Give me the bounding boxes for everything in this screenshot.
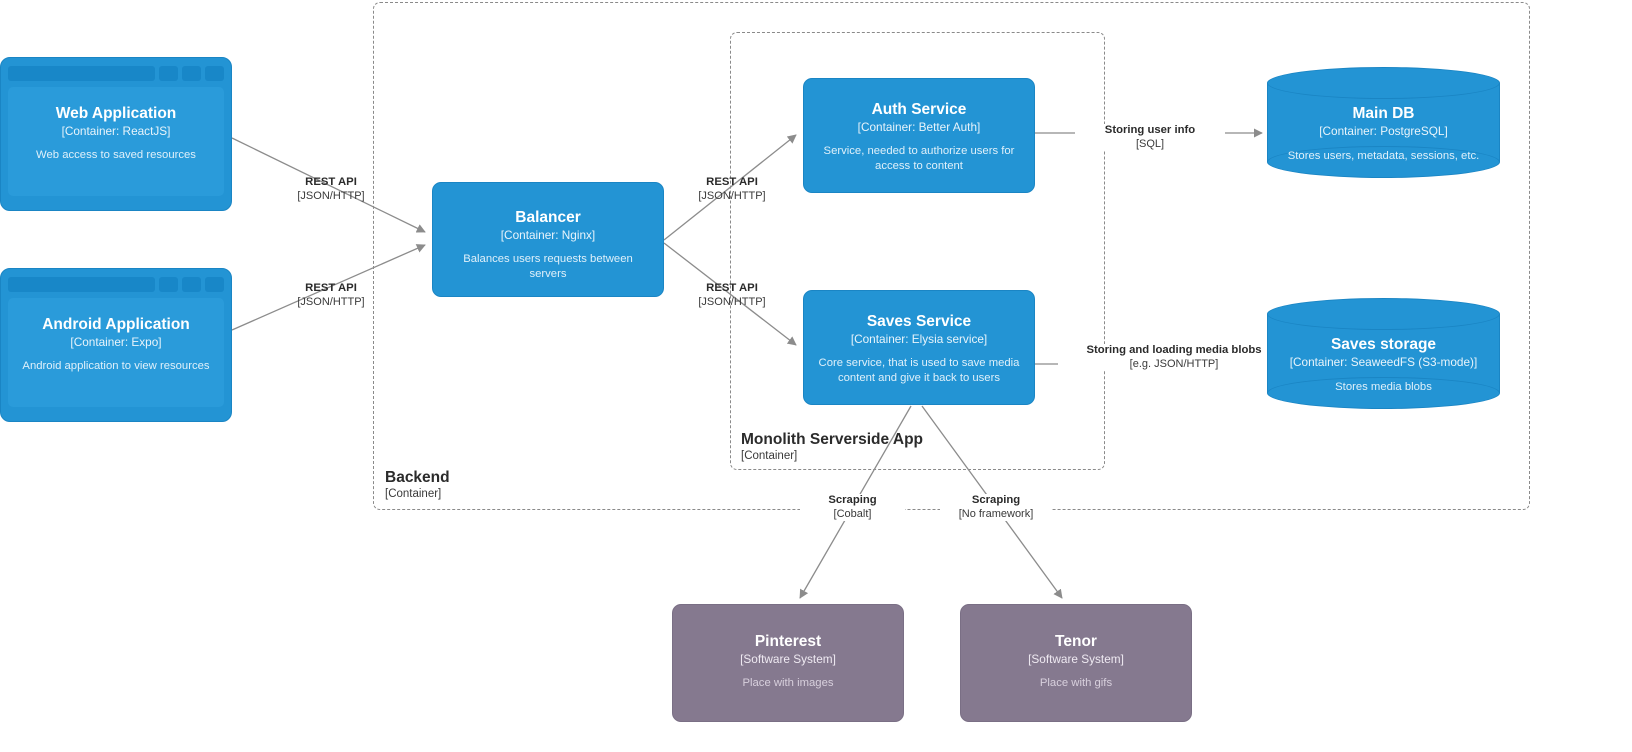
- node-saves-storage[interactable]: Saves storage [Container: SeaweedFS (S3-…: [1267, 298, 1500, 409]
- node-description: Place with images: [742, 677, 834, 690]
- node-title: Android Application: [42, 316, 190, 333]
- node-web-application[interactable]: Web Application [Container: ReactJS] Web…: [0, 57, 232, 211]
- browser-chrome: [8, 276, 224, 292]
- edge-label-tech: [JSON/HTTP]: [297, 295, 365, 308]
- boundary-monolith-title: Monolith Serverside App: [741, 431, 924, 448]
- node-tech: [Container: SeaweedFS (S3-mode)]: [1289, 354, 1478, 369]
- edge-label-saves-to-storage: Storing and loading media blobs [e.g. JS…: [1058, 344, 1290, 371]
- edge-label-tech: [JSON/HTTP]: [297, 189, 365, 202]
- edge-label-balancer-to-saves: REST API [JSON/HTTP]: [668, 282, 796, 309]
- node-main-db-text: Main DB [Container: PostgreSQL] Stores u…: [1267, 67, 1500, 178]
- boundary-backend-type: [Container]: [385, 488, 442, 501]
- edge-label-tech: [JSON/HTTP]: [698, 295, 766, 308]
- edge-label-web-to-balancer: REST API [JSON/HTTP]: [237, 176, 425, 203]
- edge-label-title: REST API: [305, 282, 357, 294]
- node-main-db[interactable]: Main DB [Container: PostgreSQL] Stores u…: [1267, 67, 1500, 178]
- browser-button-icon: [182, 65, 201, 81]
- browser-address-bar: [8, 276, 155, 292]
- edge-label-saves-to-tenor: Scraping [No framework]: [940, 494, 1052, 521]
- node-balancer[interactable]: Balancer [Container: Nginx] Balances use…: [432, 182, 664, 297]
- edge-label-title: Scraping: [828, 494, 877, 506]
- node-description: Place with gifs: [1039, 677, 1113, 690]
- node-title: Main DB: [1352, 105, 1415, 123]
- edge-label-title: Storing user info: [1104, 124, 1196, 136]
- node-title: Saves Service: [866, 313, 972, 330]
- edge-label-saves-to-pinterest: Scraping [Cobalt]: [800, 494, 905, 521]
- edge-label-tech: [No framework]: [958, 507, 1034, 520]
- browser-button-icon: [182, 276, 201, 292]
- edge-label-balancer-to-auth: REST API [JSON/HTTP]: [668, 176, 796, 203]
- node-tech: [Container: Expo]: [70, 334, 162, 349]
- node-tenor[interactable]: Tenor [Software System] Place with gifs: [960, 604, 1192, 722]
- cylinder-bottom: [1267, 377, 1500, 409]
- node-tech: [Software System]: [1028, 651, 1124, 666]
- node-title: Saves storage: [1330, 336, 1437, 354]
- node-title: Web Application: [55, 105, 177, 122]
- edge-label-tech: [SQL]: [1135, 137, 1165, 150]
- node-description: Web access to saved resources: [36, 149, 196, 162]
- node-description: Service, needed to authorize users for a…: [823, 145, 1015, 173]
- node-android-application[interactable]: Android Application [Container: Expo] An…: [0, 268, 232, 422]
- edge-label-auth-to-maindb: Storing user info [SQL]: [1075, 124, 1225, 151]
- node-title: Pinterest: [754, 633, 822, 650]
- browser-viewport: Android Application [Container: Expo] An…: [8, 298, 224, 407]
- edge-label-tech: [JSON/HTTP]: [698, 189, 766, 202]
- edge-label-title: Scraping: [971, 494, 1021, 506]
- edge-label-title: REST API: [305, 176, 357, 188]
- node-tech: [Container: Elysia service]: [850, 331, 988, 346]
- boundary-monolith-type: [Container]: [741, 450, 798, 463]
- boundary-monolith-label: Monolith Serverside App [Container]: [741, 430, 923, 464]
- node-description: Balances users requests between servers: [463, 253, 633, 281]
- edge-label-android-to-balancer: REST API [JSON/HTTP]: [237, 282, 425, 309]
- browser-viewport: Web Application [Container: ReactJS] Web…: [8, 87, 224, 196]
- edge-label-tech: [Cobalt]: [833, 507, 872, 520]
- node-saves-storage-text: Saves storage [Container: SeaweedFS (S3-…: [1267, 298, 1500, 409]
- edge-label-title: REST API: [706, 176, 758, 188]
- cylinder-bottom: [1267, 146, 1500, 178]
- cylinder-top: [1267, 67, 1500, 99]
- browser-button-icon: [159, 65, 178, 81]
- edge-label-tech: [e.g. JSON/HTTP]: [1129, 357, 1219, 370]
- edge-label-title: Storing and loading media blobs: [1086, 344, 1262, 356]
- browser-address-bar: [8, 65, 155, 81]
- node-auth-service[interactable]: Auth Service [Container: Better Auth] Se…: [803, 78, 1035, 193]
- browser-button-icon: [205, 276, 224, 292]
- cylinder-top: [1267, 298, 1500, 330]
- node-tech: [Software System]: [740, 651, 836, 666]
- boundary-backend-title: Backend: [385, 469, 450, 486]
- browser-chrome: [8, 65, 224, 81]
- node-title: Tenor: [1055, 633, 1097, 650]
- boundary-backend-label: Backend [Container]: [385, 468, 450, 502]
- node-description: Stores media blobs: [1335, 380, 1432, 393]
- node-title: Auth Service: [871, 101, 967, 118]
- browser-button-icon: [205, 65, 224, 81]
- node-tech: [Container: Better Auth]: [857, 119, 981, 134]
- node-title: Balancer: [515, 209, 581, 226]
- node-tech: [Container: PostgreSQL]: [1319, 123, 1448, 138]
- node-saves-service[interactable]: Saves Service [Container: Elysia service…: [803, 290, 1035, 405]
- node-description: Core service, that is used to save media…: [818, 357, 1020, 385]
- node-description: Android application to view resources: [22, 360, 210, 373]
- node-tech: [Container: Nginx]: [500, 227, 596, 242]
- node-pinterest[interactable]: Pinterest [Software System] Place with i…: [672, 604, 904, 722]
- node-tech: [Container: ReactJS]: [61, 123, 171, 138]
- browser-button-icon: [159, 276, 178, 292]
- node-description: Stores users, metadata, sessions, etc.: [1287, 149, 1480, 162]
- edge-label-title: REST API: [706, 282, 758, 294]
